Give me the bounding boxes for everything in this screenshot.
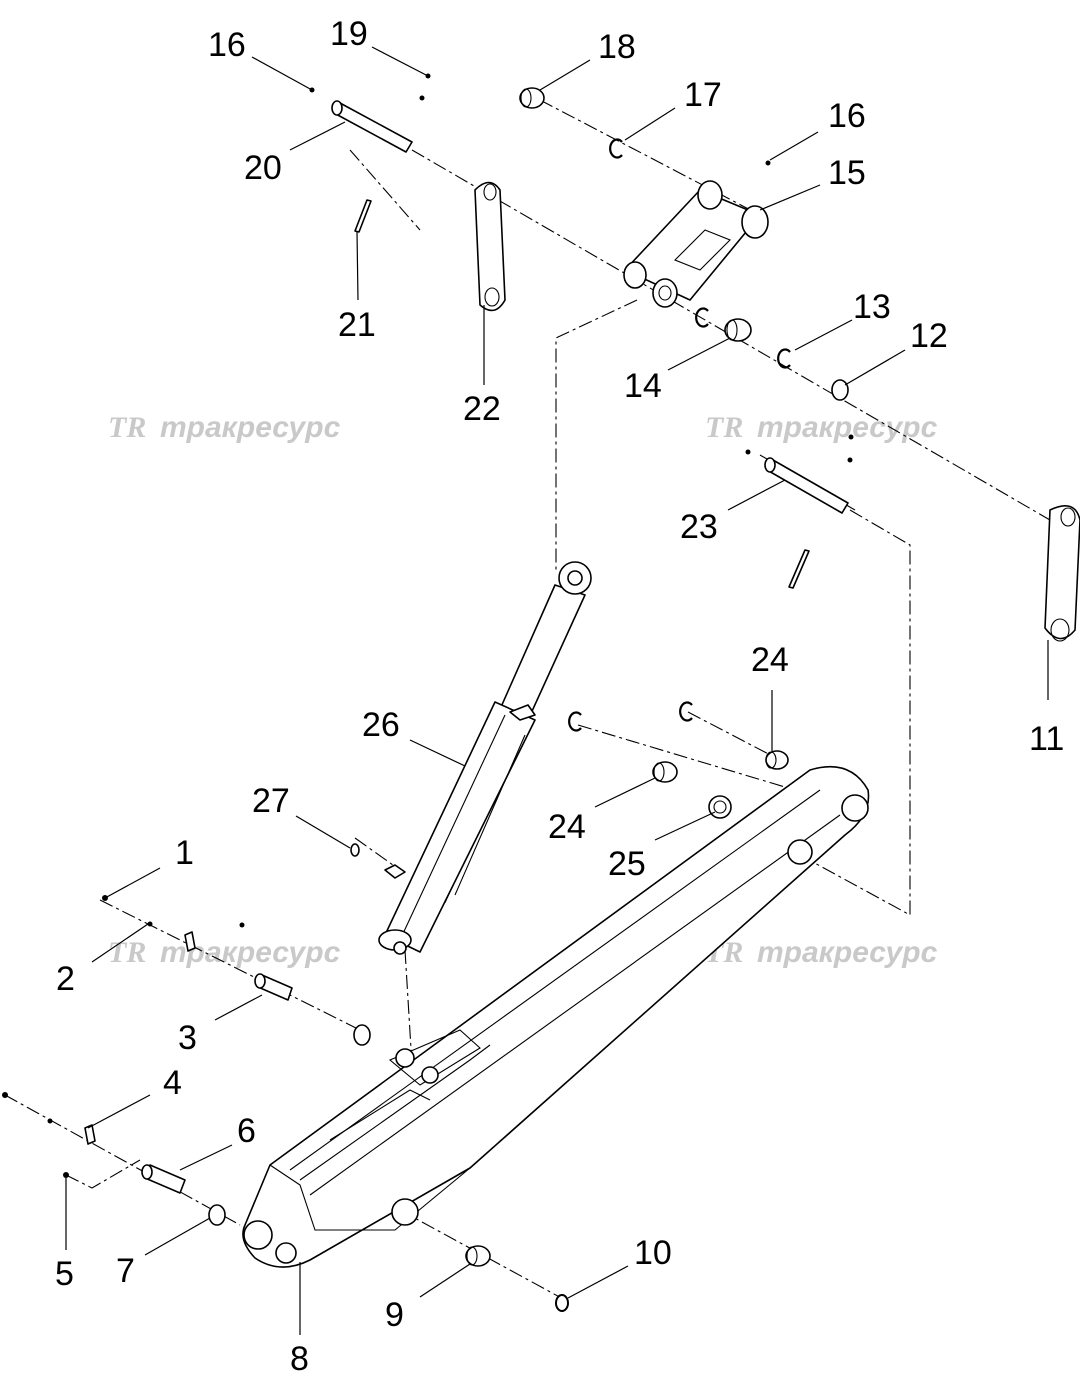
callout-22: 22 <box>463 390 501 428</box>
link-plate-right <box>1044 504 1080 642</box>
watermark-2: TR тракресурс <box>705 411 938 444</box>
snap-ring-13-left <box>695 307 709 328</box>
callout-5: 5 <box>55 1255 74 1293</box>
boom-pivot-hole <box>243 1220 273 1250</box>
callout-26: 26 <box>362 706 400 744</box>
watermark-text: тракресурс <box>757 411 938 444</box>
leader-lines <box>65 46 1049 1335</box>
callout-25: 25 <box>608 845 646 883</box>
lock-plate-2 <box>184 931 196 952</box>
callout-18: 18 <box>598 28 636 66</box>
callout-2: 2 <box>56 960 75 998</box>
callout-12: 12 <box>910 317 948 355</box>
callout-16: 16 <box>828 97 866 135</box>
bolt-4 <box>2 1092 8 1098</box>
bushing-18 <box>519 87 545 109</box>
watermark-1: TR тракресурс <box>108 411 341 444</box>
bushing-24a <box>652 761 678 783</box>
callout-7: 7 <box>116 1252 135 1290</box>
bolt-5 <box>63 1172 69 1178</box>
watermark-text: тракресурс <box>160 411 341 444</box>
o-ring-10 <box>555 1294 569 1312</box>
callout-14: 14 <box>624 367 662 405</box>
callout-20: 20 <box>244 149 282 187</box>
watermark-4: TR тракресурс <box>705 936 938 969</box>
hydraulic-cylinder <box>378 561 592 955</box>
washer-25 <box>708 795 732 819</box>
bushing-14 <box>724 318 752 342</box>
pin-23 <box>764 457 849 514</box>
callout-4: 4 <box>163 1064 182 1102</box>
washer-7 <box>208 1204 226 1226</box>
o-ring-27 <box>350 843 360 857</box>
link-bracket <box>623 180 769 308</box>
watermark-text: тракресурс <box>757 936 938 969</box>
callout-8: 8 <box>290 1340 309 1378</box>
callout-10: 10 <box>634 1234 672 1272</box>
snap-ring-24b <box>679 701 693 722</box>
roll-pin-21 <box>354 199 372 233</box>
callout-labels: 16 19 18 17 16 15 20 21 22 13 12 14 23 1… <box>55 15 1064 1378</box>
snap-ring-13 <box>777 348 791 369</box>
pin-20 <box>331 100 413 153</box>
callout-23: 23 <box>680 508 718 546</box>
callout-24: 24 <box>548 808 586 846</box>
bushing-9 <box>465 1245 491 1267</box>
snap-ring-24a <box>568 711 582 732</box>
bushing-24b <box>765 750 789 770</box>
watermark-logo: TR <box>108 411 146 444</box>
boom-arm <box>242 766 870 1268</box>
callout-15: 15 <box>828 154 866 192</box>
callout-17: 17 <box>684 76 722 114</box>
watermark-logo: TR <box>705 411 743 444</box>
link-plate-left <box>474 181 506 312</box>
watermark-logo: TR <box>108 936 146 969</box>
washer-3 <box>353 1024 371 1046</box>
snap-ring-17 <box>609 138 623 159</box>
callout-1: 1 <box>175 834 194 872</box>
washer-12 <box>831 379 849 401</box>
callout-3: 3 <box>178 1019 197 1057</box>
watermark-3: TR тракресурс <box>108 936 341 969</box>
callout-27: 27 <box>252 782 290 820</box>
callout-13: 13 <box>853 288 891 326</box>
callout-6: 6 <box>237 1112 256 1150</box>
callout-21: 21 <box>338 306 376 344</box>
callout-16: 16 <box>208 26 246 64</box>
callout-24: 24 <box>751 641 789 679</box>
lock-plate-4 <box>84 1124 96 1145</box>
callout-19: 19 <box>330 15 368 53</box>
grease-fitting-16b <box>765 160 771 166</box>
pin-6 <box>141 1164 186 1194</box>
grease-fitting-23 <box>745 449 751 455</box>
pin-3 <box>254 973 293 1001</box>
callout-11: 11 <box>1029 720 1064 758</box>
callout-9: 9 <box>385 1296 404 1334</box>
roll-pin-23b <box>788 549 810 589</box>
